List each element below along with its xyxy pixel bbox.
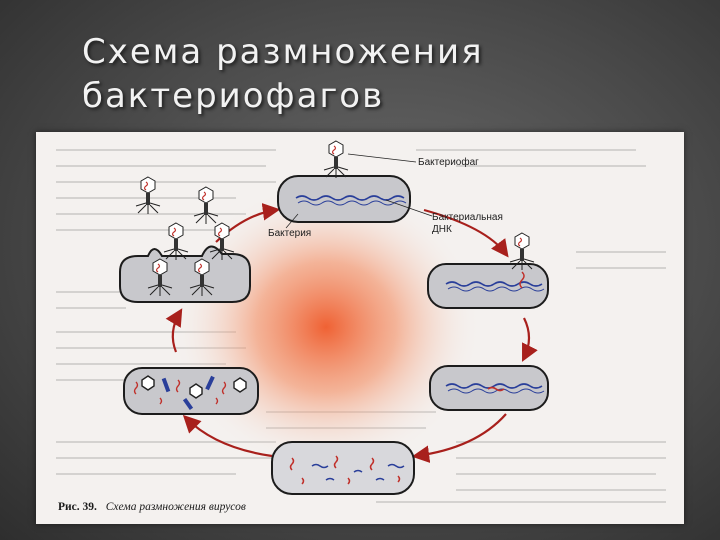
slide-title: Схема размножения бактериофагов [82,30,682,118]
caption-number: Рис. 39. [58,501,97,513]
title-line-1: Схема размножения [82,32,484,72]
arrow-left [165,308,183,353]
stage-synthesis-cell [271,441,415,495]
arrow-bottom-left [182,414,273,458]
stage-replication-cell [429,365,549,411]
released-phage-icon-2 [193,186,219,225]
arrow-top-right [423,208,509,258]
label-bacterium: Бактерия [268,228,311,239]
phage-cycle-diagram: Бактериофаг Бактериальная ДНК Бактерия [56,140,666,513]
bacteriophage-icon [323,140,349,179]
label-bacterial-dna-line1: Бактериальная [432,212,503,223]
stage-injection-cell [427,232,549,309]
textbook-figure: Бактериофаг Бактериальная ДНК Бактерия [36,132,684,524]
label-bacterial-dna-line2: ДНК [432,224,452,235]
arrow-bottom-right [411,413,507,463]
stage-lysis-cell [119,176,251,303]
released-phage-icon-3 [163,222,189,261]
caption-text: Схема размножения вирусов [106,501,246,513]
cycle-arrows [165,203,538,463]
stage-assembly-cell [123,367,259,415]
figure-caption: Рис. 39. Схема размножения вирусов [58,501,246,513]
label-bacteriophage: Бактериофаг [418,156,479,168]
title-line-2: бактериофагов [82,76,385,116]
stage-attachment-cell [277,140,433,229]
arrow-right-upper [522,317,538,362]
